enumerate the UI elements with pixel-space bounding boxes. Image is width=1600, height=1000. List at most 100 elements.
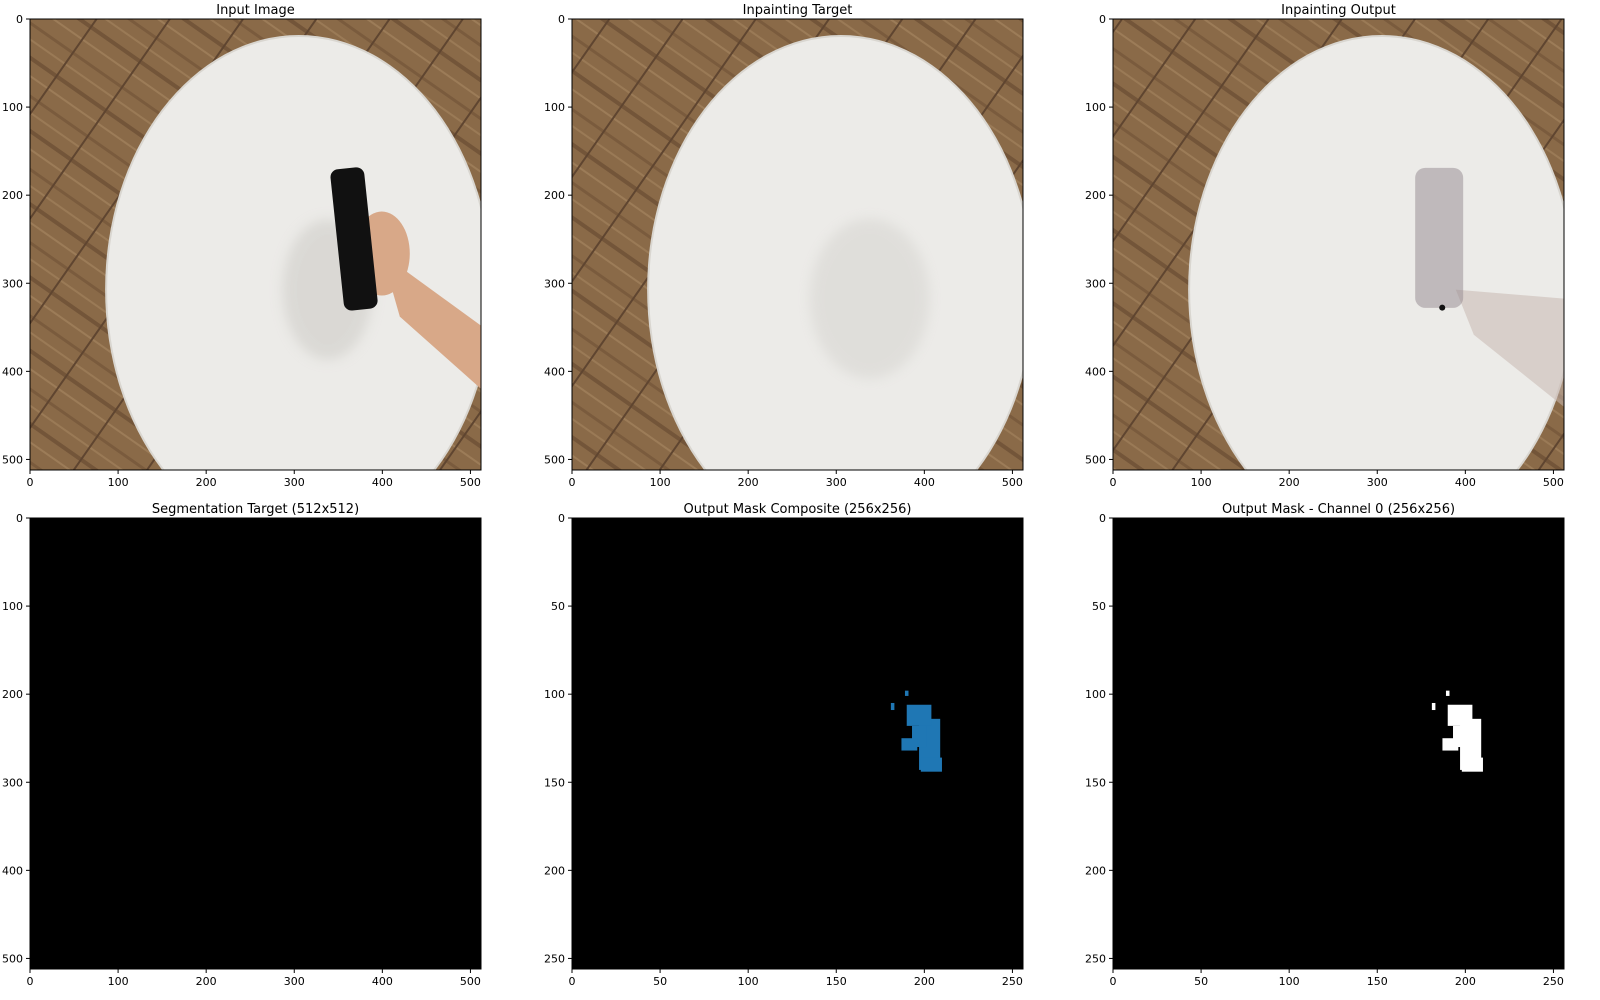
y-tick-label: 100 — [2, 600, 23, 613]
mask-blob — [920, 757, 942, 772]
panel-output-mask-composite: Output Mask Composite (256x256) 0 50 100 150… — [544, 502, 1024, 988]
y-tick-label: 200 — [544, 864, 565, 877]
y-tick-label: 100 — [1085, 688, 1106, 701]
panel-title: Output Mask Composite (256x256) — [684, 502, 912, 517]
x-tick-label: 0 — [569, 476, 576, 489]
x-tick-label: 100 — [1279, 975, 1300, 988]
x-tick-label: 500 — [1543, 476, 1564, 489]
y-tick-label: 0 — [558, 512, 565, 525]
y-tick-label: 400 — [2, 864, 23, 877]
x-tick-label: 300 — [1367, 476, 1388, 489]
y-tick-label: 200 — [2, 688, 23, 701]
y-tick-label: 400 — [1085, 365, 1106, 378]
y-tick-label: 500 — [544, 453, 565, 466]
x-tick-label: 50 — [1194, 975, 1208, 988]
y-tick-label: 0 — [16, 13, 23, 26]
panel-title: Output Mask - Channel 0 (256x256) — [1222, 502, 1455, 517]
mask-background — [572, 518, 1023, 969]
arm — [381, 253, 481, 389]
photo-content — [30, 19, 481, 470]
panel-title: Inpainting Target — [743, 3, 853, 18]
mask-blob — [1447, 704, 1473, 726]
mask-blob — [890, 702, 895, 711]
x-tick-label: 50 — [653, 975, 667, 988]
y-tick-label: 50 — [551, 600, 565, 613]
mask-blob — [906, 704, 932, 726]
x-tick-label: 100 — [738, 975, 759, 988]
y-tick-label: 100 — [544, 101, 565, 114]
x-tick-label: 150 — [1367, 975, 1388, 988]
axes-frame — [29, 517, 482, 970]
axes-frame — [1112, 517, 1565, 970]
x-tick-label: 0 — [27, 476, 34, 489]
artifact-dot — [1439, 304, 1446, 311]
y-tick-label: 400 — [544, 365, 565, 378]
x-tick-label: 400 — [914, 476, 935, 489]
x-tick-label: 400 — [372, 476, 393, 489]
y-tick-label: 500 — [1085, 453, 1106, 466]
x-tick-label: 0 — [1110, 476, 1117, 489]
mask-background — [1113, 518, 1564, 969]
y-tick-label: 50 — [1092, 600, 1106, 613]
ghost-phone — [1415, 167, 1464, 308]
x-tick-label: 500 — [460, 975, 481, 988]
y-tick-label: 300 — [2, 277, 23, 290]
panel-segmentation-target: Segmentation Target (512x512) 0 100 200 300 4… — [2, 502, 482, 988]
y-tick-label: 300 — [1085, 277, 1106, 290]
y-tick-label: 0 — [1099, 13, 1106, 26]
y-tick-label: 0 — [1099, 512, 1106, 525]
x-tick-label: 0 — [27, 975, 34, 988]
table-top — [1190, 37, 1564, 470]
x-tick-label: 300 — [284, 476, 305, 489]
y-tick-label: 200 — [2, 189, 23, 202]
ghost-arm — [1455, 289, 1564, 407]
x-tick-label: 300 — [284, 975, 305, 988]
phone — [330, 167, 378, 311]
panel-title: Input Image — [216, 3, 295, 18]
axes-frame — [1112, 18, 1565, 471]
panel-output-mask-channel-0: Output Mask - Channel 0 (256x256) 0 50 100 1… — [1085, 502, 1565, 988]
y-tick-label: 300 — [544, 277, 565, 290]
panel-title: Inpainting Output — [1281, 3, 1396, 18]
y-tick-label: 0 — [16, 512, 23, 525]
x-tick-label: 500 — [460, 476, 481, 489]
x-tick-label: 0 — [569, 975, 576, 988]
axes-frame — [29, 18, 482, 471]
panel-inpainting-output: Inpainting Output 0 100 200 300 400 500 0 100 200… — [1085, 3, 1565, 489]
mask-blob — [1445, 690, 1450, 696]
x-tick-label: 200 — [196, 476, 217, 489]
mask-blob — [904, 690, 909, 696]
y-tick-label: 250 — [544, 952, 565, 965]
x-tick-label: 100 — [650, 476, 671, 489]
y-tick-label: 300 — [2, 776, 23, 789]
y-tick-label: 500 — [2, 453, 23, 466]
x-tick-label: 400 — [1455, 476, 1476, 489]
y-tick-label: 100 — [2, 101, 23, 114]
x-tick-label: 0 — [1110, 975, 1117, 988]
y-tick-label: 100 — [1085, 101, 1106, 114]
mask-blob — [1431, 702, 1436, 711]
y-tick-label: 250 — [1085, 952, 1106, 965]
y-tick-label: 150 — [1085, 776, 1106, 789]
x-tick-label: 300 — [826, 476, 847, 489]
photo-content — [1113, 19, 1564, 470]
x-tick-label: 200 — [1279, 476, 1300, 489]
axes-frame — [571, 18, 1024, 471]
y-tick-label: 0 — [558, 13, 565, 26]
photo-content — [572, 19, 1023, 470]
x-tick-label: 400 — [372, 975, 393, 988]
y-tick-label: 200 — [544, 189, 565, 202]
panel-title: Segmentation Target (512x512) — [152, 502, 359, 517]
y-tick-label: 100 — [544, 688, 565, 701]
y-tick-label: 500 — [2, 952, 23, 965]
y-tick-label: 200 — [1085, 189, 1106, 202]
x-tick-label: 250 — [1002, 975, 1023, 988]
x-tick-label: 200 — [1455, 975, 1476, 988]
x-tick-label: 200 — [914, 975, 935, 988]
x-tick-label: 100 — [1191, 476, 1212, 489]
x-tick-label: 250 — [1543, 975, 1564, 988]
mask-background — [30, 518, 481, 969]
x-tick-label: 500 — [1002, 476, 1023, 489]
x-tick-label: 150 — [826, 975, 847, 988]
